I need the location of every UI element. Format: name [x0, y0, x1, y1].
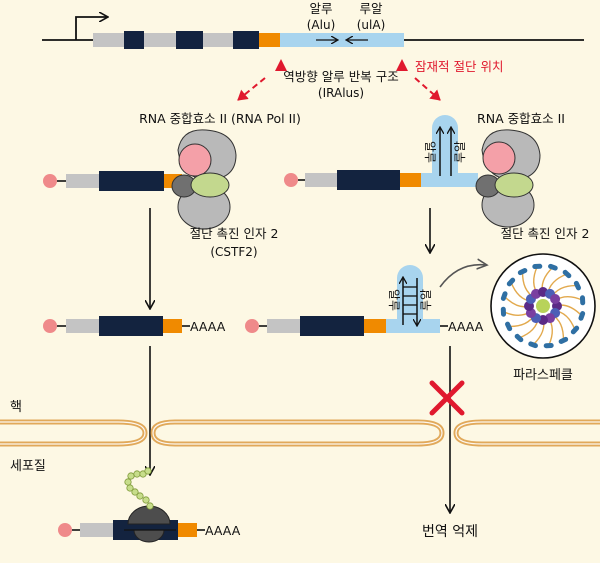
right-polya-transcript: [245, 265, 448, 336]
cstf-right-label: 절단 촉진 인자 2: [501, 226, 590, 241]
translation-repression-label: 번역 억제: [422, 524, 478, 540]
amino-acid: [146, 502, 154, 510]
iralus-label: 역방향 알루 반복 구조: [283, 69, 398, 84]
paraspeckle-protein: [500, 291, 508, 301]
nucleus-label: 핵: [10, 400, 22, 415]
gene-structure: [42, 17, 584, 71]
gene-intron: [93, 33, 255, 47]
cap-icon: [43, 174, 57, 188]
polya-left-label: AAAA: [190, 319, 226, 334]
alu-label: 알루: [309, 1, 332, 16]
cleavage-triangle-left: [275, 59, 287, 71]
amino-acid: [131, 488, 139, 496]
gene-alu-region: [280, 33, 404, 47]
cleavage-triangle-right: [396, 59, 408, 71]
left-polya-transcript: [43, 316, 190, 336]
gene-exon-1: [124, 31, 144, 49]
alu-sub-label: (Alu): [307, 18, 336, 32]
amino-acid: [126, 484, 134, 492]
amino-acid: [142, 496, 150, 504]
cstf-left-sub-label: (CSTF2): [210, 245, 257, 259]
amino-acid: [144, 467, 152, 475]
amino-acid: [136, 492, 144, 500]
paraspeckle-icon: [490, 253, 596, 359]
rnap-left-label: RNA 중합효소 II (RNA Pol II): [139, 111, 301, 126]
paraspeckle-protein: [579, 295, 586, 306]
paraspeckle-core-protein: [550, 294, 561, 304]
gray-curved-arrow: [439, 265, 486, 288]
polya-right-label: AAAA: [448, 319, 484, 334]
paraspeckle-label: 파라스페클: [513, 368, 573, 383]
right-transcript-row: [284, 115, 478, 190]
hairpin-alu-label-bottom: 알루: [387, 289, 401, 311]
paraspeckle-protein: [528, 341, 538, 349]
hairpin-ula-label-bottom: 루알: [419, 289, 433, 311]
amino-acid: [127, 472, 135, 480]
iralus-sub-label: (IRAlus): [318, 86, 364, 100]
ribosome-icon: [124, 505, 176, 543]
paraspeckle-protein: [517, 268, 528, 276]
nuclear-membrane: [0, 419, 600, 447]
amino-acid: [133, 470, 141, 478]
paraspeckle-protein: [532, 263, 543, 270]
peptide-chain-icon: [124, 467, 154, 510]
alu-hairpin-right-top: [421, 115, 478, 187]
cleavage-site-label: 잠재적 절단 위치: [415, 59, 503, 74]
paraspeckle-protein: [562, 269, 572, 279]
ula-label: 루알: [359, 1, 383, 16]
rna-pol-ii-right-icon: [475, 129, 541, 228]
rna-pol-ii-left-icon: [171, 129, 237, 230]
hairpin-alu-label-top: 알루: [423, 141, 437, 163]
paraspeckle-protein: [548, 263, 558, 271]
paraspeckle-protein: [558, 336, 569, 344]
promoter-arrow-icon: [75, 17, 107, 40]
hairpin-ula-label-top: 루알: [453, 141, 467, 163]
gene-exon-3: [233, 31, 259, 49]
paraspeckle-protein: [505, 321, 513, 332]
paraspeckle-protein: [506, 277, 516, 287]
ula-sub-label: (ulA): [357, 18, 386, 32]
paraspeckle-protein: [500, 306, 507, 317]
cstf-left-label: 절단 촉진 인자 2: [190, 226, 279, 241]
cytoplasm-label: 세포질: [10, 459, 46, 474]
blocked-x-icon: [429, 380, 465, 416]
paraspeckle-protein: [578, 311, 586, 321]
polya-bottom-label: AAAA: [205, 523, 241, 538]
left-transcript-row: [43, 171, 182, 191]
gene-exon-2: [176, 31, 203, 49]
paraspeckle-protein: [573, 280, 581, 291]
gene-utr: [259, 33, 280, 47]
amino-acid: [124, 478, 132, 486]
paraspeckle-protein: [543, 342, 554, 349]
paraspeckle-protein: [570, 325, 580, 335]
paraspeckle-center: [536, 299, 550, 313]
red-dashed-arrow-right: [414, 77, 441, 101]
paraspeckle-protein: [514, 333, 524, 343]
red-dashed-arrow-left: [237, 77, 266, 101]
rnap-right-label: RNA 중합효소 II: [477, 111, 565, 126]
